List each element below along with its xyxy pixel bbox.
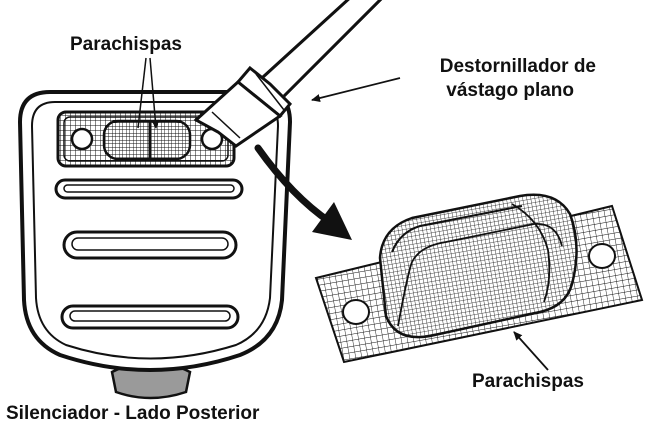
arrestor-screen-installed [102,119,192,161]
spark-arrestor-label-top: Parachispas [70,34,182,55]
flange-hole-left [342,299,370,325]
spark-arrestor-removed [314,193,644,364]
flat-screwdriver-icon [193,0,383,148]
spark-arrestor-label-bottom: Parachispas [472,371,584,392]
arrestor-dome [378,193,578,339]
mount-hole-left [70,127,94,151]
screwdriver-label-line1: Destornillador de [440,56,596,77]
muffler-slot-2 [62,230,238,260]
muffler-inner-shell [30,101,280,360]
curved-arrow-icon [254,144,352,240]
muffler-caption: Silenciador - Lado Posterior [6,403,260,424]
muffler-body [17,90,293,400]
muffler-slot-3 [60,304,240,330]
screwdriver-label-line2: vástago plano [446,80,574,101]
muffler-slot-1 [54,178,244,200]
flange-hole-right [588,243,616,269]
leader-lines [137,57,549,371]
